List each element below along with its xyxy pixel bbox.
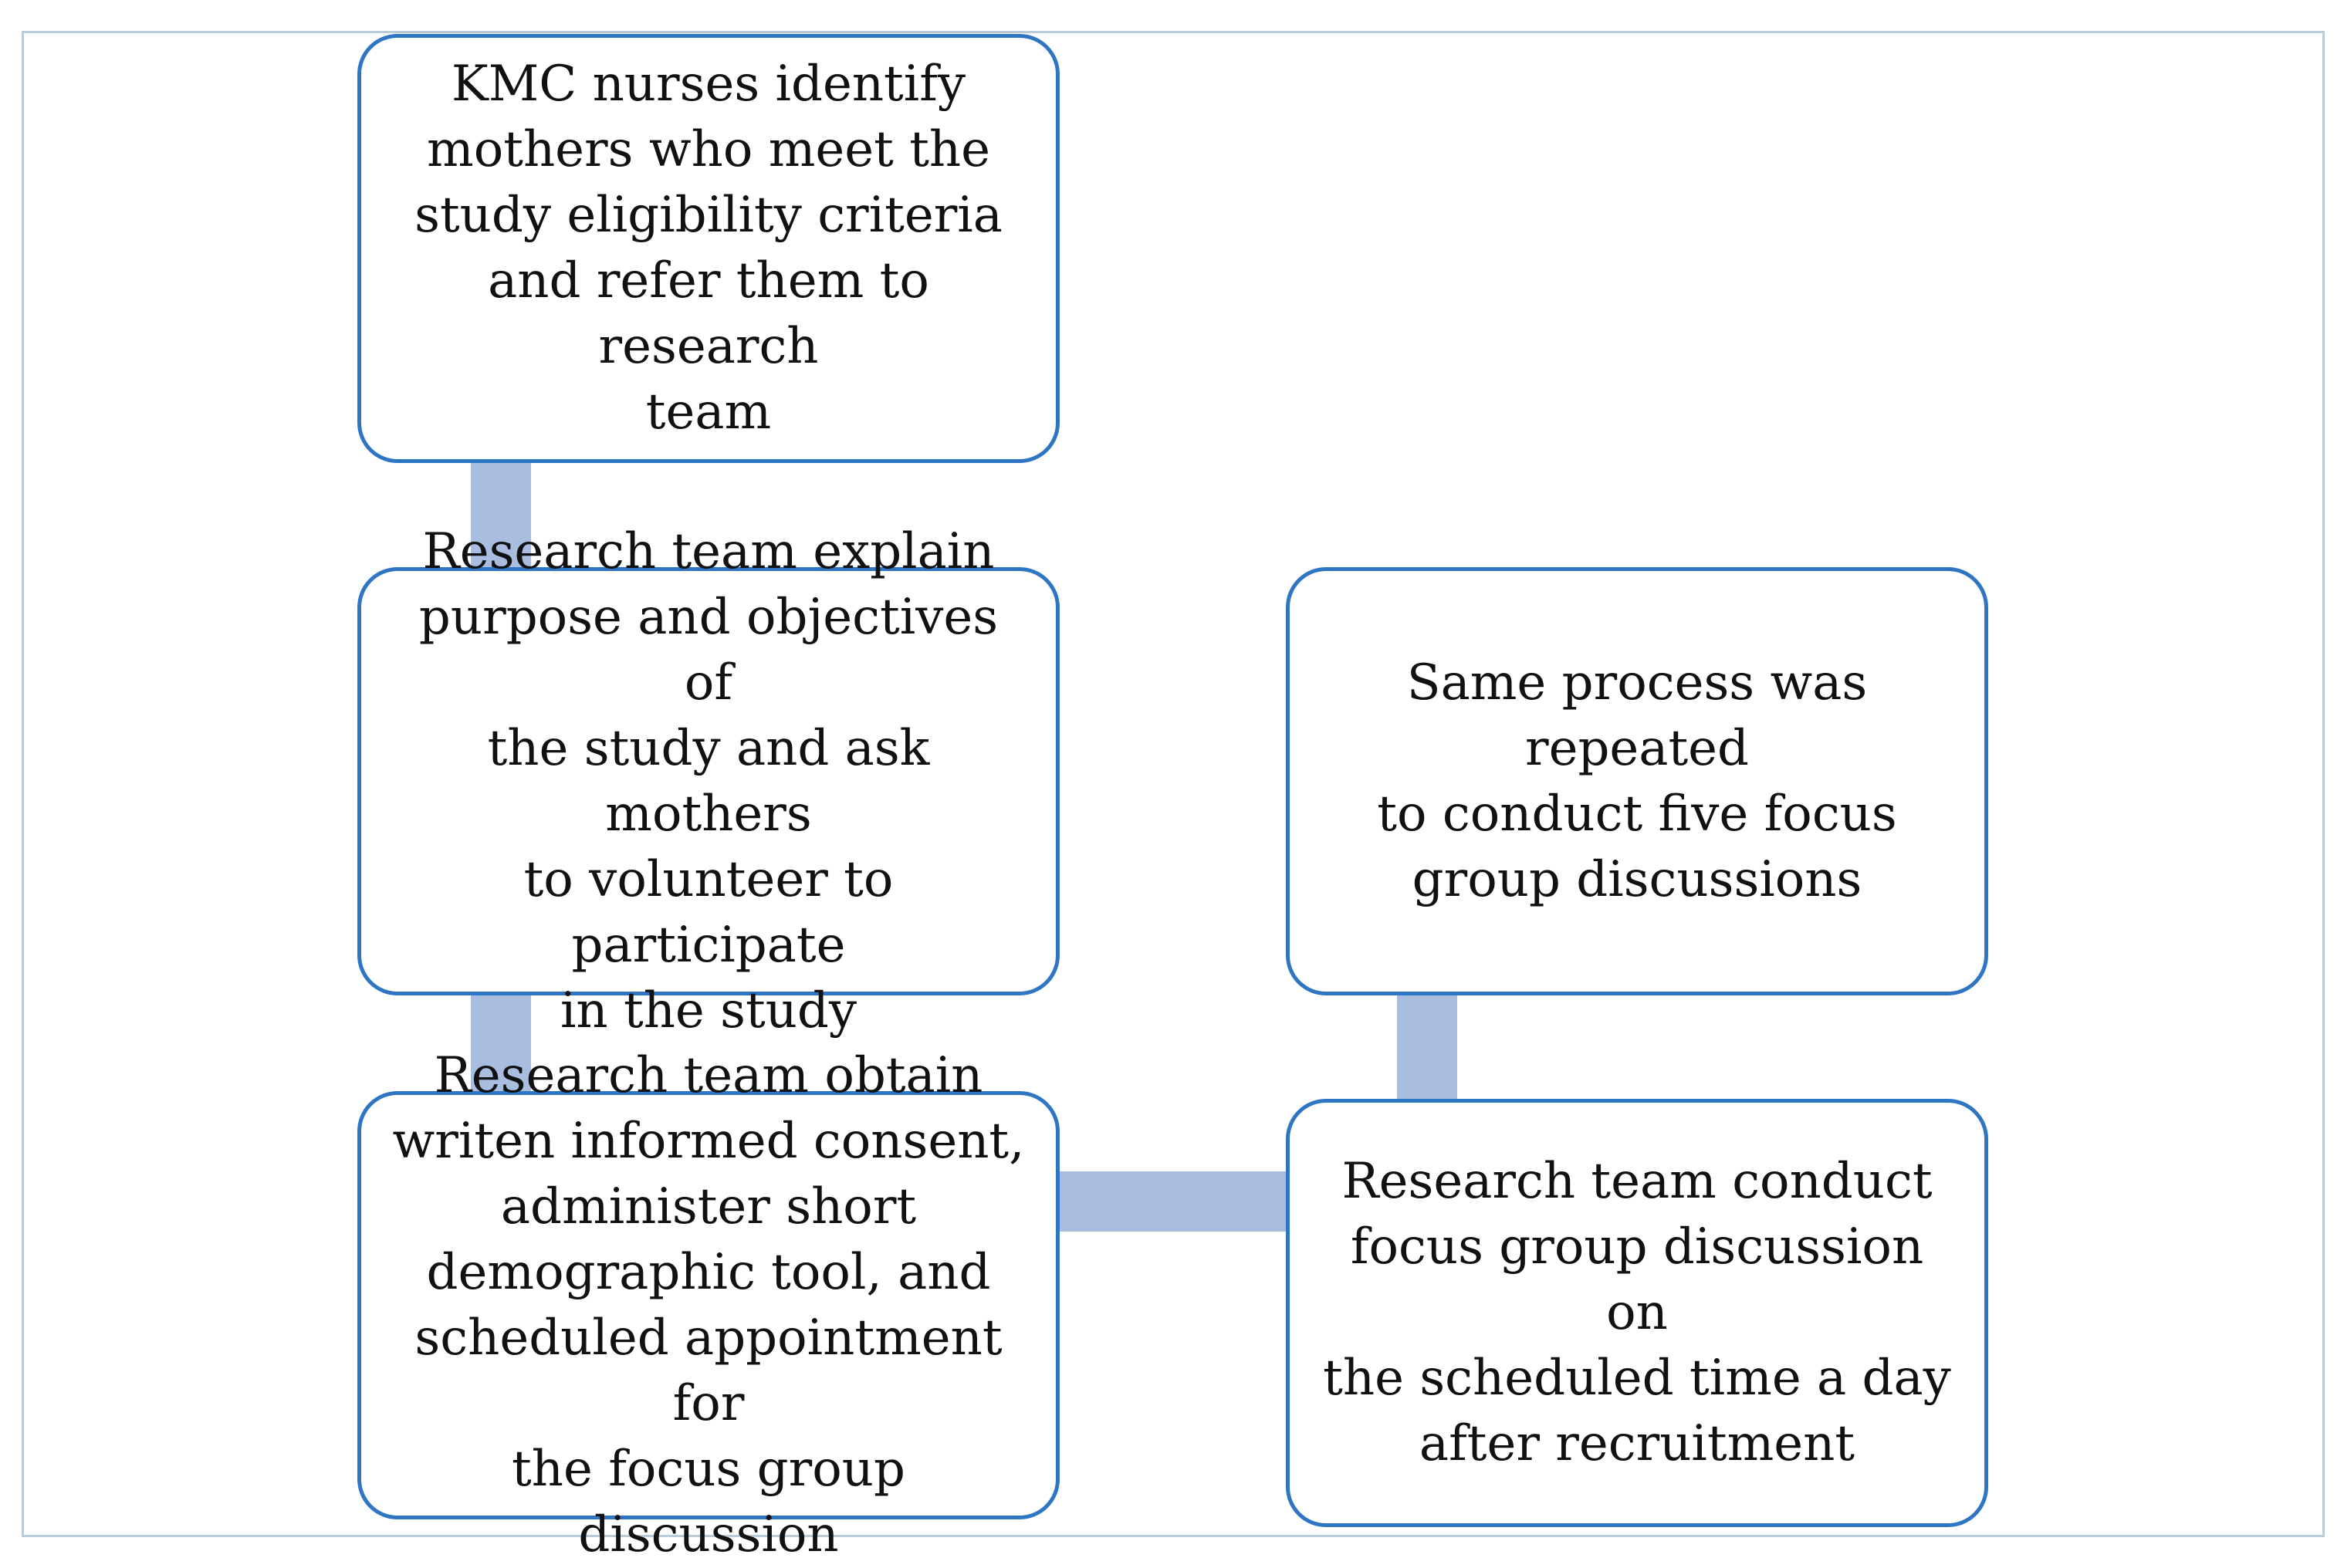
step-explain-purpose-text: Research team explain purpose and object… xyxy=(418,522,999,1039)
step-obtain-consent: Research team obtain writen informed con… xyxy=(357,1047,1060,1563)
connector-consent-to-conduct xyxy=(1057,1171,1289,1232)
step-conduct-discussion-text: Research team conduct focus group discus… xyxy=(1323,1153,1951,1472)
connector-conduct-to-repeat xyxy=(1397,993,1457,1100)
step-explain-purpose: Research team explain purpose and object… xyxy=(357,523,1060,1039)
step-identify-mothers-text: KMC nurses identify mothers who meet the… xyxy=(414,56,1003,441)
step-repeat-process: Same process was repeated to conduct fiv… xyxy=(1286,567,1988,995)
step-identify-mothers: KMC nurses identify mothers who meet the… xyxy=(357,34,1060,463)
connector-explain-to-consent xyxy=(471,993,531,1093)
diagram-frame xyxy=(22,31,2325,1537)
step-obtain-consent-text: Research team obtain writen informed con… xyxy=(392,1046,1025,1563)
step-repeat-process-text: Same process was repeated to conduct fiv… xyxy=(1377,654,1897,908)
step-conduct-discussion: Research team conduct focus group discus… xyxy=(1286,1099,1988,1527)
connector-identify-to-explain xyxy=(471,461,531,569)
